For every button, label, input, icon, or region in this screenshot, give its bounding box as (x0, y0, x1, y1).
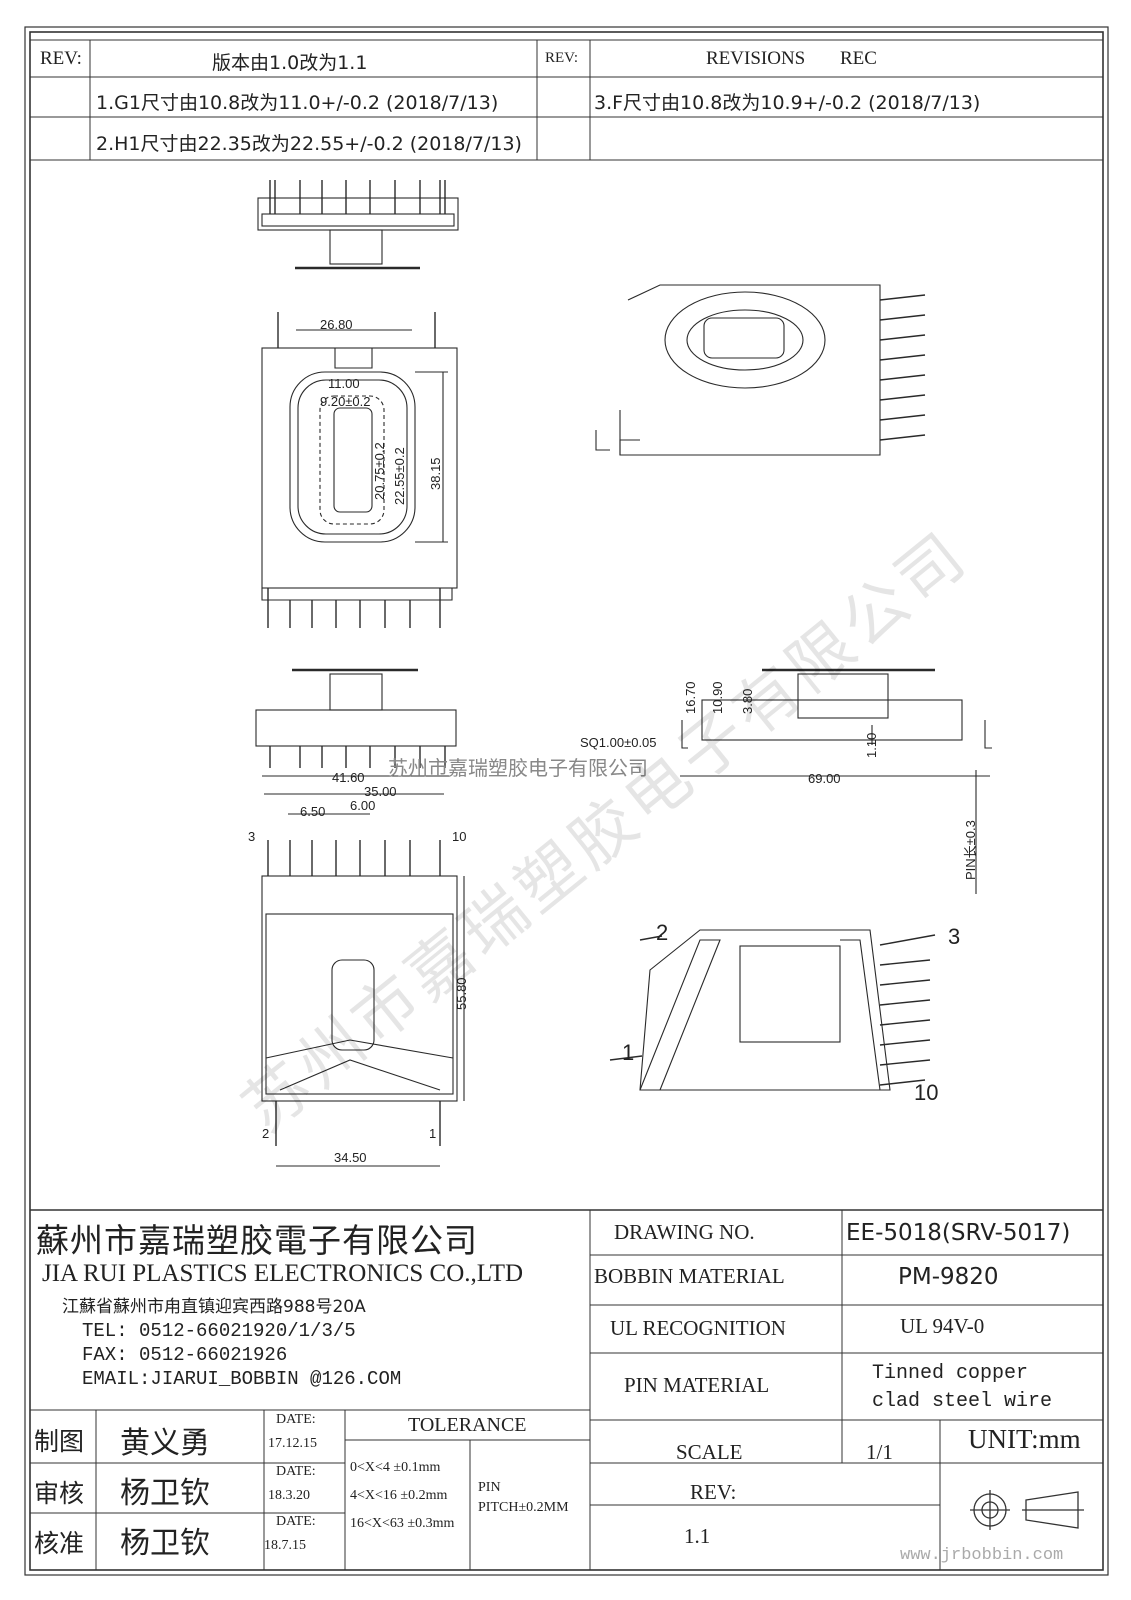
rev-label-left: REV: (40, 48, 82, 69)
date-approver: 18.7.15 (264, 1538, 306, 1553)
date-label-1: DATE: (276, 1412, 316, 1427)
rev-label: REV: (690, 1480, 737, 1504)
iso-pin-label-3: 3 (948, 924, 961, 949)
dim-A1: 20.75±0.2 (372, 442, 387, 500)
tolerance-2: 4<X<16 ±0.2mm (350, 1488, 448, 1503)
role-checker: 审核 (34, 1479, 85, 1508)
pin-pitch-1: PIN (478, 1480, 501, 1495)
name-checker: 杨卫钦 (120, 1476, 210, 1511)
dim-H1: 22.55±0.2 (392, 447, 407, 505)
isometric-view-top (595, 284, 926, 456)
middle-side-view (255, 668, 457, 777)
dim-B3: 35.00 (364, 784, 397, 799)
bottom-view (261, 793, 465, 1167)
front-view (261, 312, 458, 628)
name-approver: 杨卫钦 (120, 1526, 210, 1561)
company-address: 江蘇省蘇州市甪直镇迎宾西路988号20A (62, 1297, 366, 1317)
side-elevation-right (680, 668, 992, 894)
unit: UNIT:mm (968, 1424, 1081, 1454)
date-label-2: DATE: (276, 1464, 316, 1479)
revision-item-3: 3.F尺寸由10.8改为10.9+/-0.2 (2018/7/13) (594, 92, 981, 114)
rev-label-right: REV: (545, 50, 579, 66)
dim-M: 34.50 (334, 1150, 367, 1165)
name-drafter: 黄义勇 (120, 1426, 210, 1461)
iso-pin-label-2: 2 (656, 920, 669, 945)
dim-I: 26.80 (320, 317, 353, 332)
dim-K: 41.60 (332, 770, 365, 785)
ul-recognition-label: UL RECOGNITION (610, 1316, 786, 1340)
iso-pin-label-1: 1 (622, 1040, 635, 1065)
dim-B1: 6.50 (300, 804, 326, 819)
bobbin-material: PM-9820 (898, 1264, 999, 1290)
website-watermark: www.jrbobbin.com (900, 1546, 1064, 1565)
drawing-no-label: DRAWING NO. (614, 1220, 755, 1244)
iso-pin-label-10: 10 (914, 1080, 939, 1105)
pin-pitch-2: PITCH±0.2MM (478, 1500, 569, 1515)
company-email: EMAIL:JIARUI_BOBBIN @126.COM (82, 1368, 402, 1390)
bobbin-material-label: BOBBIN MATERIAL (594, 1264, 785, 1288)
date-drafter: 17.12.15 (268, 1436, 317, 1451)
dim-sq: SQ1.00±0.05 (580, 735, 657, 750)
revisions-header: REVISIONS (706, 48, 806, 69)
version-note: 版本由1.0改为1.1 (212, 52, 368, 74)
company-name-en: JIA RUI PLASTICS ELECTRONICS CO.,LTD (42, 1260, 524, 1287)
company-name-cn: 蘇州市嘉瑞塑胶電子有限公司 (36, 1221, 478, 1260)
top-side-view (257, 180, 459, 270)
role-drafter: 制图 (34, 1427, 85, 1456)
engineering-drawing (255, 180, 992, 1167)
rev-value: 1.1 (684, 1524, 711, 1548)
pin-label-1: 1 (429, 1126, 437, 1141)
company-fax: FAX: 0512-66021926 (82, 1344, 288, 1366)
pin-material-line1: Tinned copper (872, 1362, 1029, 1385)
projection-symbol-icon (970, 1490, 1084, 1530)
tolerance-label: TOLERANCE (408, 1414, 527, 1436)
dim-C: 38.15 (428, 457, 443, 490)
date-label-3: DATE: (276, 1514, 316, 1529)
date-checker: 18.3.20 (268, 1488, 310, 1503)
dim-A: 69.00 (808, 771, 841, 786)
dim-h: 1.10 (864, 732, 879, 758)
ul-value: UL 94V-0 (900, 1314, 985, 1338)
watermark-center: 苏州市嘉瑞塑胶电子有限公司 (388, 756, 648, 780)
dim-G1: 11.00 (328, 376, 360, 391)
revision-item-2: 2.H1尺寸由22.35改为22.55+/-0.2 (2018/7/13) (96, 133, 522, 155)
scale-value: 1/1 (866, 1440, 893, 1464)
pin-label-3: 3 (248, 829, 256, 844)
pin-label-10: 10 (452, 829, 467, 844)
pin-material-line2: clad steel wire (872, 1390, 1053, 1413)
tolerance-3: 16<X<63 ±0.3mm (350, 1516, 455, 1531)
dim-F: 9.20±0.2 (320, 394, 371, 409)
dim-pin: PIN长±0.3 (963, 820, 978, 880)
role-approver: 核准 (34, 1529, 85, 1558)
pin-material-label: PIN MATERIAL (624, 1373, 770, 1397)
revision-item-1: 1.G1尺寸由10.8改为11.0+/-0.2 (2018/7/13) (96, 92, 499, 114)
rec-header: REC (840, 48, 877, 69)
drawing-no: EE-5018(SRV-5017) (846, 1220, 1071, 1246)
company-tel: TEL: 0512-66021920/1/3/5 (82, 1320, 356, 1342)
dim-B2: 6.00 (350, 798, 376, 813)
pin-label-2: 2 (262, 1126, 270, 1141)
isometric-view-bottom (609, 929, 936, 1091)
tolerance-1: 0<X<4 ±0.1mm (350, 1460, 441, 1475)
scale-label: SCALE (676, 1440, 743, 1464)
